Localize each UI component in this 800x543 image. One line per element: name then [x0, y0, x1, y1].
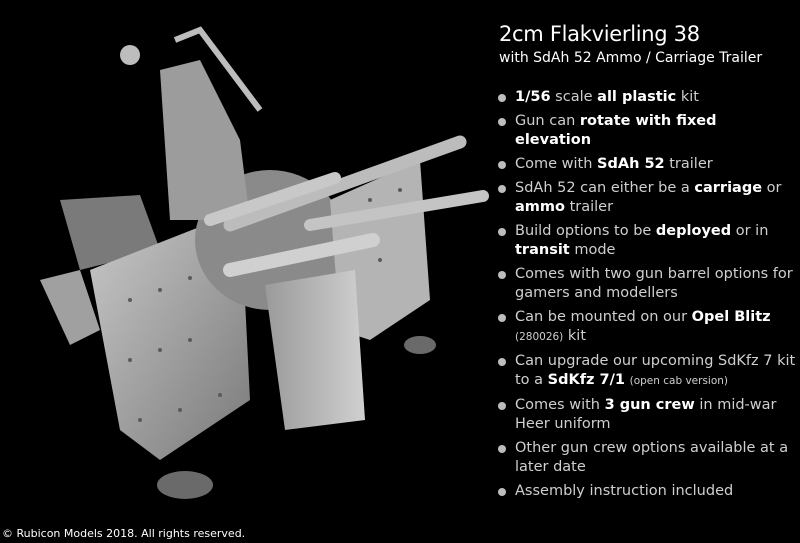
gun-barrel — [304, 190, 489, 231]
feature-highlight: rotate with fixed elevation — [515, 113, 717, 148]
feature-text: Build options to be — [515, 223, 656, 239]
bullet-icon — [498, 402, 506, 410]
feature-text: trailer — [564, 199, 614, 215]
feature-text: Comes with — [515, 397, 605, 413]
bullet-icon — [498, 94, 506, 102]
feature-text: Can be mounted on our — [515, 309, 692, 325]
feature-highlight: Opel Blitz — [691, 309, 771, 325]
feature-text: Come with — [515, 156, 598, 172]
feature-item: Other gun crew options available at a la… — [497, 439, 797, 477]
feature-text: Can upgrade our upcoming SdKfz 7 kit to … — [515, 353, 796, 388]
feature-item: Gun can rotate with fixed elevation — [497, 112, 797, 150]
feature-highlight: 1/56 — [515, 89, 551, 105]
feature-item: 1/56 scale all plastic kit — [497, 88, 797, 107]
feature-item: Assembly instruction included — [497, 482, 797, 501]
feature-highlight: SdAh 52 — [597, 156, 665, 172]
bullet-icon — [498, 358, 506, 366]
base-foot — [404, 336, 436, 354]
product-subtitle: with SdAh 52 Ammo / Carriage Trailer — [499, 50, 763, 66]
feature-text: Comes with two gun barrel options for ga… — [515, 266, 793, 301]
feature-highlight: all plastic — [597, 89, 677, 105]
feature-text: Assembly instruction included — [515, 483, 734, 499]
feature-text: (280026) — [515, 331, 564, 343]
bullet-icon — [498, 445, 506, 453]
gun-barrel — [204, 172, 341, 226]
copyright-notice: © Rubicon Models 2018. All rights reserv… — [2, 527, 246, 540]
bullet-icon — [498, 488, 506, 496]
seat — [40, 270, 100, 345]
bullet-icon — [498, 271, 506, 279]
feature-highlight: 3 gun crew — [604, 397, 695, 413]
feature-highlight: ammo — [515, 199, 565, 215]
feature-highlight: SdKfz 7/1 — [547, 372, 626, 388]
feature-text: (open cab version) — [629, 375, 729, 387]
feature-highlight: transit — [515, 242, 570, 258]
feature-text: Gun can — [515, 113, 580, 129]
feature-text: kit — [676, 89, 699, 105]
bullet-icon — [498, 161, 506, 169]
breech-block — [60, 195, 160, 270]
feature-text: Other gun crew options available at a la… — [515, 440, 789, 475]
feature-item: Build options to be deployed or in trans… — [497, 222, 797, 260]
feature-text: trailer — [664, 156, 713, 172]
feature-text: mode — [569, 242, 616, 258]
sight-wheel — [120, 45, 140, 65]
feature-item: Come with SdAh 52 trailer — [497, 155, 797, 174]
feature-text: scale — [550, 89, 598, 105]
feature-text: or in — [731, 223, 769, 239]
base-foot — [157, 471, 213, 499]
feature-item: SdAh 52 can either be a carriage or ammo… — [497, 179, 797, 217]
gun-barrel — [223, 233, 380, 277]
bullet-icon — [498, 314, 506, 322]
feature-text: in mid-war Heer uniform — [515, 397, 777, 432]
feature-highlight: carriage — [694, 180, 763, 196]
feature-item: Comes with 3 gun crew in mid-war Heer un… — [497, 396, 797, 434]
feature-text: SdAh 52 can either be a — [515, 180, 695, 196]
feature-item: Can upgrade our upcoming SdKfz 7 kit to … — [497, 352, 797, 391]
ammo-box — [265, 270, 365, 430]
sight-arm — [173, 26, 263, 112]
gun-barrel — [223, 135, 467, 232]
feature-item: Can be mounted on our Opel Blitz (280026… — [497, 308, 797, 347]
sight-mount — [160, 60, 250, 220]
bullet-icon — [498, 228, 506, 236]
feature-highlight: deployed — [655, 223, 732, 239]
feature-text: kit — [563, 328, 587, 344]
product-title: 2cm Flakvierling 38 — [499, 22, 700, 46]
bullet-icon — [498, 185, 506, 193]
bullet-icon — [498, 118, 506, 126]
feature-text: or — [762, 180, 782, 196]
feature-item: Comes with two gun barrel options for ga… — [497, 265, 797, 303]
